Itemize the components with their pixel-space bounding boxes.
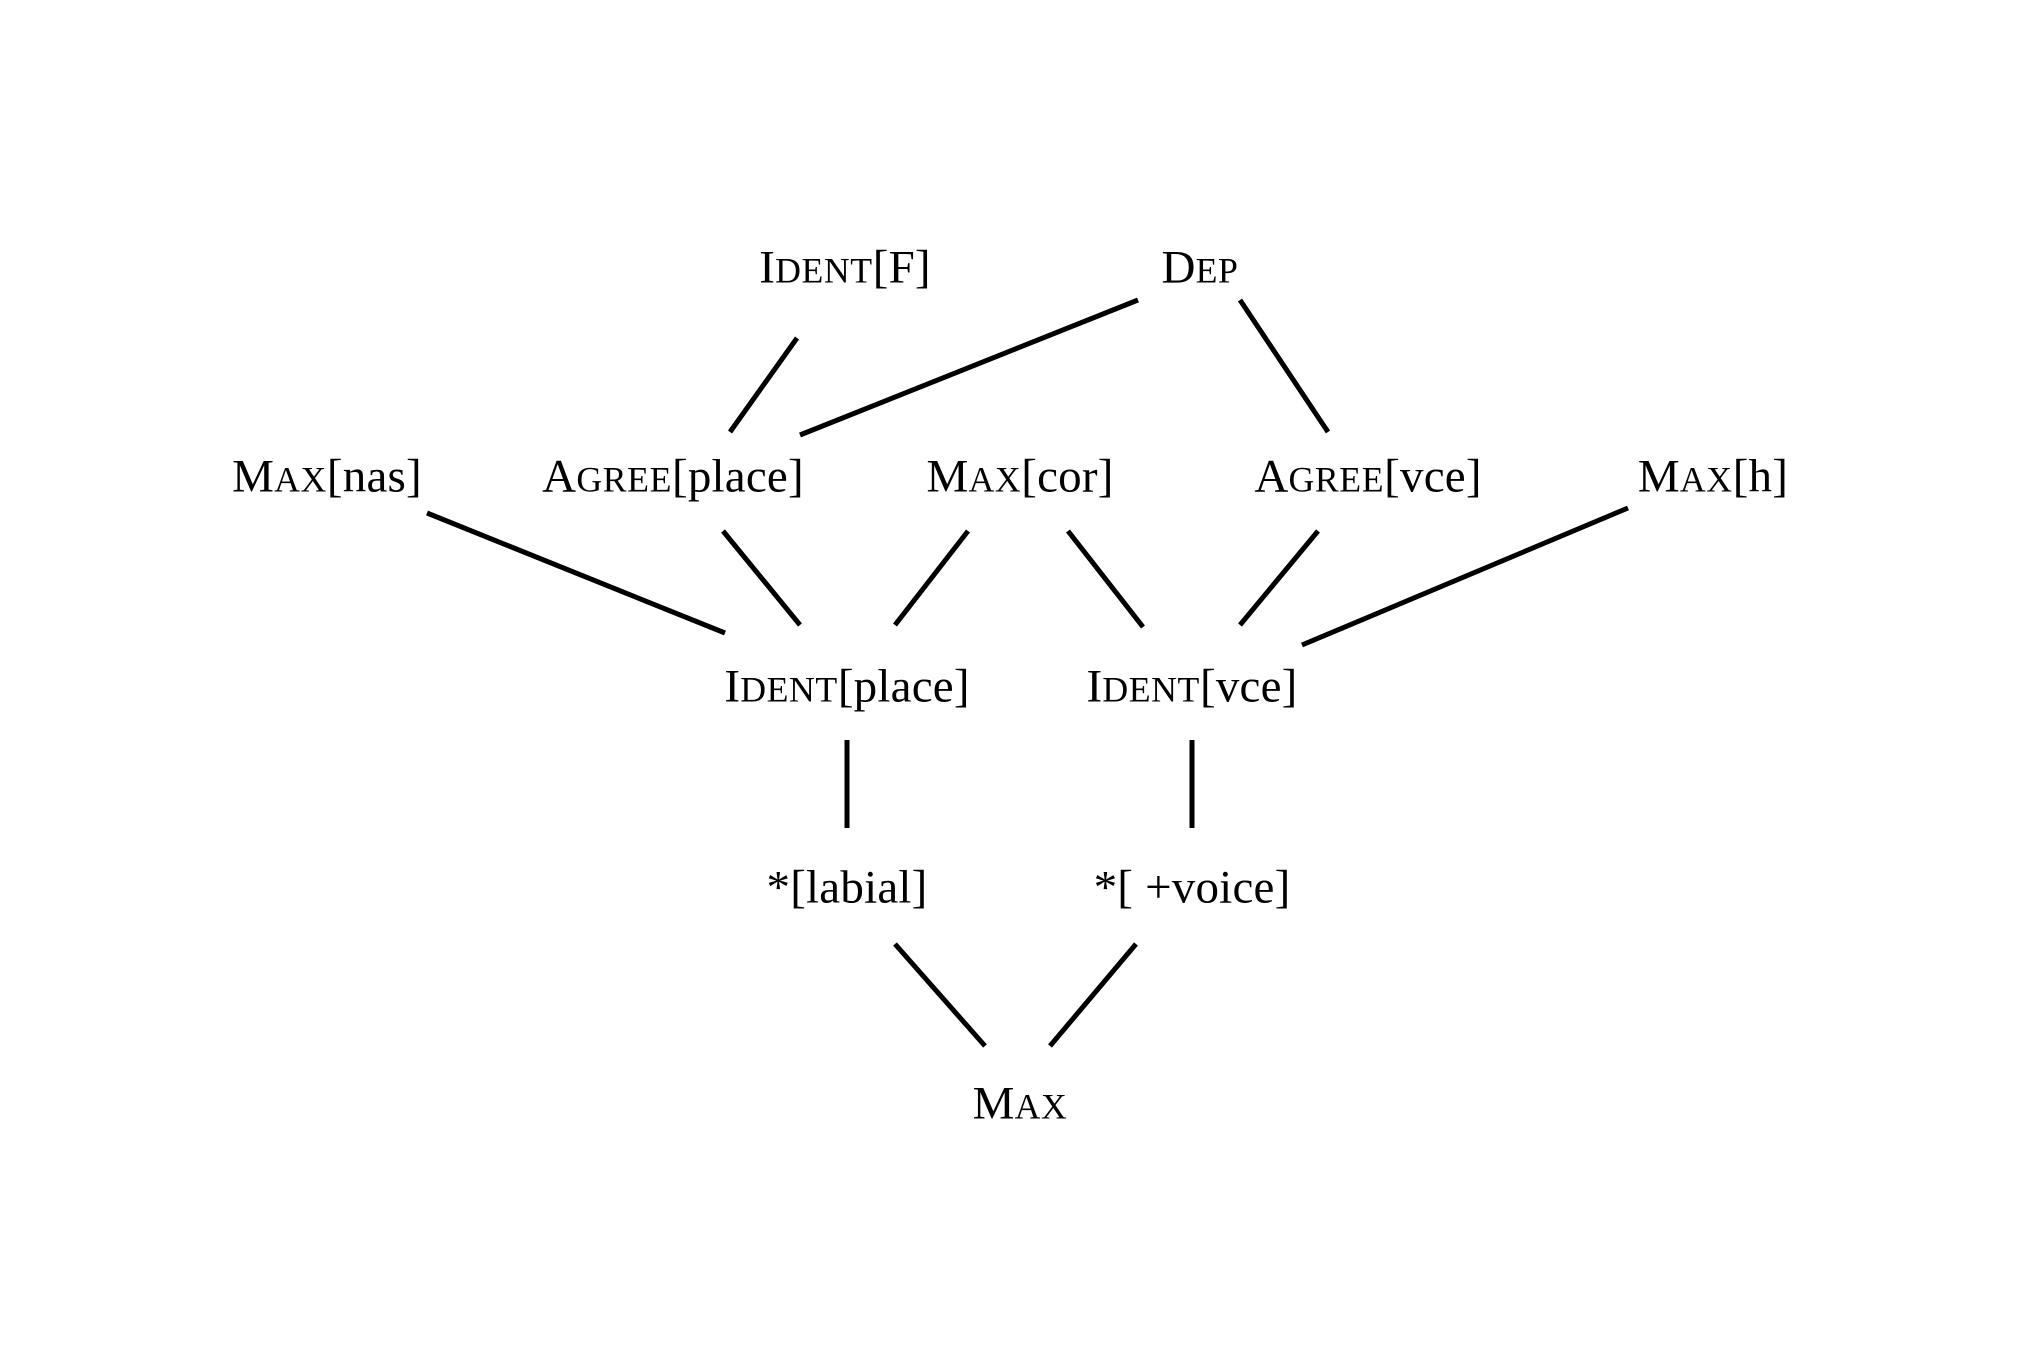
label-smallcaps: dent xyxy=(1102,669,1200,710)
dominance-edge-ident_f-to-agree_place xyxy=(727,336,800,434)
label-smallcaps: dent xyxy=(740,669,838,710)
label-smallcaps: ax xyxy=(968,459,1022,500)
dominance-edge-dep-to-agree_place xyxy=(799,297,1139,438)
label-initial: I xyxy=(1086,660,1103,713)
label-initial: D xyxy=(1161,241,1196,294)
label-bracket-suffix: [vce] xyxy=(1384,450,1482,503)
dominance-edge-max_cor-to-ident_vce xyxy=(1066,529,1145,629)
label-initial: M xyxy=(1637,450,1680,503)
constraint-node-ident_place: Ident[place] xyxy=(724,660,970,713)
dominance-edge-dep-to-agree_vce xyxy=(1237,298,1331,434)
dominance-edge-agree_place-to-ident_place xyxy=(721,529,802,627)
label-markedness: *[ +voice] xyxy=(1093,861,1291,914)
dominance-edge-star_voice-to-max xyxy=(1048,942,1138,1048)
dominance-edge-max_h-to-ident_vce xyxy=(1301,505,1629,648)
label-bracket-suffix: [cor] xyxy=(1021,450,1114,503)
constraint-node-star_labial: *[labial] xyxy=(766,861,928,914)
label-bracket-suffix: [F] xyxy=(872,241,931,294)
label-smallcaps: dent xyxy=(775,250,873,291)
constraint-node-star_voice: *[ +voice] xyxy=(1093,861,1291,914)
constraint-node-max_h: Max[h] xyxy=(1637,450,1789,503)
label-smallcaps: ax xyxy=(1679,459,1733,500)
label-bracket-suffix: [h] xyxy=(1732,450,1789,503)
label-initial: I xyxy=(759,241,776,294)
label-bracket-suffix: [vce] xyxy=(1199,660,1298,713)
label-smallcaps: ep xyxy=(1195,250,1239,291)
label-initial: M xyxy=(926,450,969,503)
label-initial: A xyxy=(542,450,577,503)
label-smallcaps: gree xyxy=(576,459,672,500)
label-smallcaps: ax xyxy=(1014,1086,1068,1127)
label-markedness: *[labial] xyxy=(766,861,928,914)
constraint-node-max_nas: Max[nas] xyxy=(232,450,422,503)
constraint-node-ident_vce: Ident[vce] xyxy=(1086,660,1298,713)
label-smallcaps: ax xyxy=(274,459,327,500)
label-bracket-suffix: [place] xyxy=(671,450,804,503)
label-bracket-suffix: [nas] xyxy=(326,450,422,503)
constraint-node-agree_vce: Agree[vce] xyxy=(1254,450,1482,503)
dominance-edge-agree_vce-to-ident_vce xyxy=(1238,529,1320,627)
dominance-edge-max_nas-to-ident_place xyxy=(426,510,726,636)
label-initial: M xyxy=(232,450,275,503)
constraint-node-ident_f: Ident[F] xyxy=(759,241,931,294)
label-initial: M xyxy=(972,1077,1015,1130)
label-smallcaps: gree xyxy=(1288,459,1385,500)
constraint-node-dep: Dep xyxy=(1161,241,1239,294)
constraint-node-max_cor: Max[cor] xyxy=(926,450,1114,503)
dominance-edge-star_labial-to-max xyxy=(893,942,987,1048)
dominance-edge-max_cor-to-ident_place xyxy=(893,529,970,627)
label-initial: A xyxy=(1254,450,1289,503)
label-initial: I xyxy=(724,660,741,713)
label-bracket-suffix: [place] xyxy=(837,660,970,713)
constraint-node-max: Max xyxy=(972,1077,1068,1130)
constraint-node-agree_place: Agree[place] xyxy=(542,450,804,503)
